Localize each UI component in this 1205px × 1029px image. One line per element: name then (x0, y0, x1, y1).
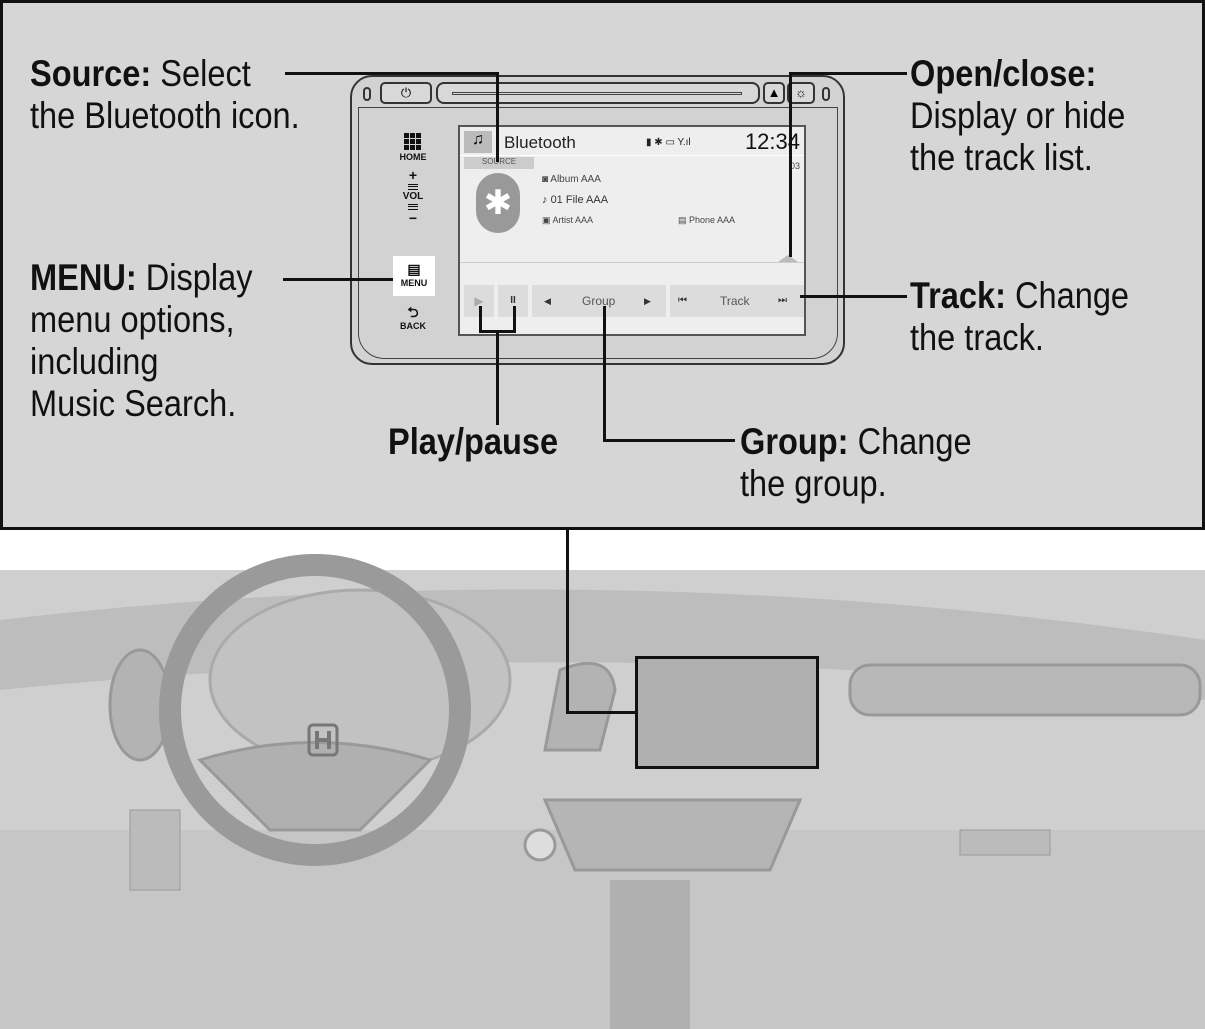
group-control[interactable]: ◀ Group ▶ (532, 285, 666, 317)
group-label: Group (582, 294, 616, 308)
dashboard-illustration (0, 554, 1205, 1029)
pause-leader (513, 306, 516, 332)
audio-unit-location-box (635, 656, 819, 769)
back-icon: ⮌ (407, 304, 419, 320)
track-back[interactable]: ⏮ (678, 295, 687, 306)
album-row: ◙ Album AAA (542, 174, 601, 185)
vol-bars-icon (408, 204, 418, 210)
group-prev[interactable]: ◀ (544, 296, 551, 306)
vol-bars-icon (408, 184, 418, 190)
track-leader (800, 295, 907, 298)
knob-left (363, 87, 371, 101)
phone-row: ▤ Phone AAA (678, 215, 736, 225)
touch-screen: ♫ Bluetooth ▮ ✱ ▭ Y.ıl 12:34 SOURCE 03 ✱… (458, 125, 806, 336)
group-next[interactable]: ▶ (644, 296, 651, 306)
display-button[interactable]: ☼ (787, 82, 815, 104)
group-leader (603, 439, 735, 442)
menu-button[interactable]: ▤MENU (393, 256, 435, 296)
disc-slot (436, 82, 760, 104)
vol-plus[interactable]: + (408, 167, 418, 183)
menu-leader (283, 278, 393, 281)
artist-row: ▣ Artist AAA (542, 215, 594, 225)
track-control[interactable]: ⏮ Track ⏭ (670, 285, 804, 317)
menu-icon: ▤ (407, 261, 421, 277)
location-leader-v (566, 530, 569, 713)
home-button[interactable]: HOME (395, 133, 431, 163)
power-button[interactable]: ⏻ (380, 82, 432, 104)
file-row: ♪ 01 File AAA (542, 194, 609, 206)
vol-label: VOL (402, 191, 424, 202)
bluetooth-icon[interactable]: ✱ (476, 173, 520, 233)
eject-button[interactable]: ▲ (763, 82, 785, 104)
status-icons: ▮ ✱ ▭ Y.ıl (646, 137, 691, 148)
source-leader-v (496, 72, 499, 162)
back-label: BACK (400, 321, 426, 331)
audio-unit-bezel (358, 107, 838, 359)
source-button[interactable]: SOURCE (464, 157, 534, 169)
open-close-leader-v (789, 72, 792, 257)
volume-control[interactable]: + VOL − (395, 168, 431, 226)
home-label: HOME (399, 152, 427, 162)
honda-logo (307, 723, 339, 757)
source-leader (285, 72, 499, 75)
group-leader-v (603, 306, 606, 442)
track-label: Track (720, 294, 750, 308)
play-pause-callout: Play/pause (388, 421, 559, 462)
open-close-tab[interactable] (778, 255, 798, 262)
play-pause-leader-v (496, 330, 499, 425)
track-forward[interactable]: ⏭ (778, 295, 787, 306)
home-icon (404, 133, 422, 150)
vol-minus[interactable]: − (408, 210, 418, 226)
knob-right (822, 87, 830, 101)
menu-label: MENU (400, 278, 428, 288)
play-leader (479, 306, 482, 332)
screen-title: Bluetooth (504, 133, 576, 152)
open-close-leader (789, 72, 907, 75)
back-button[interactable]: ⮌BACK (395, 304, 431, 332)
music-icon[interactable]: ♫ (464, 131, 492, 153)
location-leader (566, 711, 636, 714)
track-number: 03 (789, 161, 800, 171)
